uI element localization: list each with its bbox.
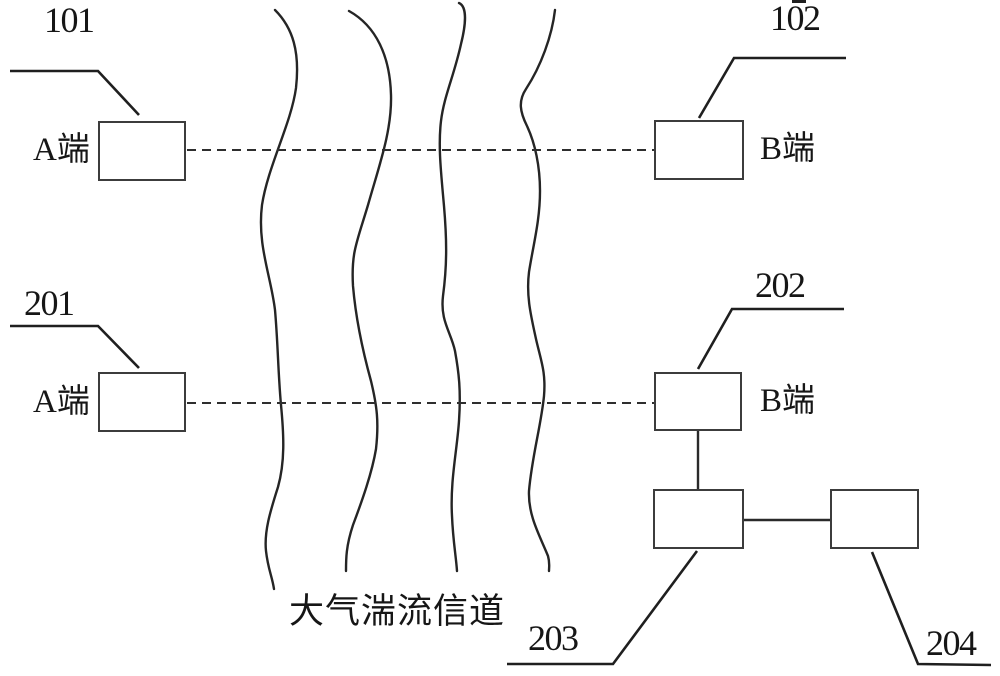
terminal-a-bottom-label: A端 (33, 384, 90, 420)
terminal-b-bottom-label: B端 (760, 383, 816, 419)
ref-label-201: 201 (24, 283, 75, 323)
terminal-a-top-box (98, 121, 186, 181)
leader-203 (507, 550, 699, 666)
component-204-box (830, 489, 919, 549)
ref-label-101: 101 (44, 0, 95, 40)
terminal-a-bottom-box (98, 372, 186, 432)
leader-204 (870, 551, 992, 667)
leader-201 (10, 324, 140, 369)
terminal-b-top-label: B端 (760, 131, 816, 167)
turbulence-wave-2 (344, 9, 393, 573)
leader-202 (696, 307, 844, 370)
ref-label-204: 204 (926, 623, 977, 663)
ref-label-202: 202 (755, 265, 806, 305)
turbulence-wave-1 (259, 8, 299, 591)
ref-label-102: 102 (770, 0, 821, 38)
leader-101 (10, 69, 140, 116)
turbulence-wave-3 (438, 1, 467, 573)
terminal-b-top-box (654, 120, 744, 180)
channel-label: 大气湍流信道 (289, 592, 506, 631)
terminal-b-bottom-box (654, 372, 742, 431)
leader-102 (697, 56, 846, 119)
component-203-box (653, 489, 744, 549)
ref-label-203: 203 (528, 618, 579, 658)
terminal-a-top-label: A端 (33, 132, 90, 168)
turbulence-wave-4 (519, 8, 557, 573)
